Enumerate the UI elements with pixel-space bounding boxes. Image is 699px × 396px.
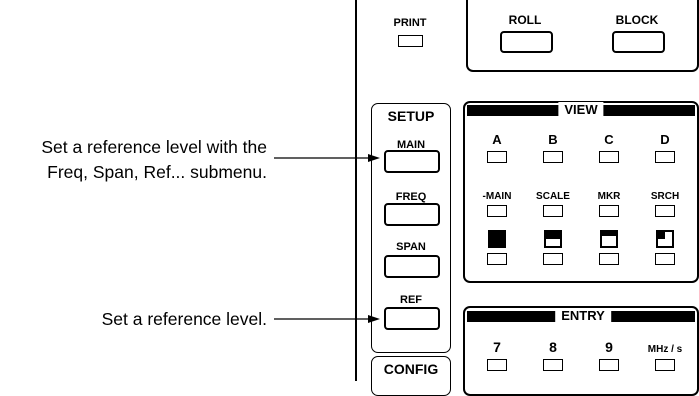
callout-main-line1: Set a reference level with the: [41, 137, 267, 157]
roll-label: ROLL: [508, 13, 542, 27]
view-scale-button[interactable]: [543, 205, 563, 217]
view-layout3-button[interactable]: [599, 253, 619, 265]
entry-mhz-button[interactable]: [655, 359, 675, 371]
setup-section: [371, 103, 451, 353]
setup-title: SETUP: [387, 108, 435, 124]
quarter-square-icon: [656, 230, 674, 248]
view-d-label: D: [660, 132, 670, 147]
view-d-button[interactable]: [655, 151, 675, 163]
view-a-label: A: [492, 132, 502, 147]
view-srch-label: SRCH: [650, 191, 680, 202]
acquire-section: [466, 0, 699, 72]
view-main-label: -MAIN: [482, 191, 512, 202]
view-a-button[interactable]: [487, 151, 507, 163]
print-label: PRINT: [393, 17, 427, 29]
view-layout4-button[interactable]: [655, 253, 675, 265]
view-c-label: C: [604, 132, 614, 147]
entry-9-button[interactable]: [599, 359, 619, 371]
block-button[interactable]: [612, 31, 665, 53]
view-scale-label: SCALE: [536, 191, 570, 202]
setup-span-label: SPAN: [396, 241, 426, 253]
view-srch-button[interactable]: [655, 205, 675, 217]
setup-main-label: MAIN: [396, 139, 426, 151]
setup-ref-button[interactable]: [384, 307, 440, 330]
entry-7-label: 7: [493, 339, 501, 355]
print-button[interactable]: [398, 35, 423, 47]
top-half-square-icon: [544, 230, 562, 248]
view-main-button[interactable]: [487, 205, 507, 217]
view-c-button[interactable]: [599, 151, 619, 163]
block-label: BLOCK: [615, 13, 659, 27]
entry-title: ENTRY: [555, 308, 611, 323]
setup-freq-button[interactable]: [384, 203, 440, 226]
entry-8-label: 8: [549, 339, 557, 355]
entry-mhz-label: MHz / s: [647, 344, 683, 355]
view-b-label: B: [548, 132, 558, 147]
setup-ref-label: REF: [400, 294, 422, 306]
setup-main-button[interactable]: [384, 150, 440, 173]
roll-button[interactable]: [500, 31, 553, 53]
view-mkr-label: MKR: [597, 191, 621, 202]
setup-freq-label: FREQ: [395, 191, 427, 203]
callout-main-line2: Freq, Span, Ref... submenu.: [47, 162, 267, 182]
entry-9-label: 9: [605, 339, 613, 355]
panel-divider: [355, 0, 357, 381]
entry-7-button[interactable]: [487, 359, 507, 371]
view-title: VIEW: [558, 102, 604, 117]
view-layout1-button[interactable]: [487, 253, 507, 265]
setup-span-button[interactable]: [384, 255, 440, 278]
view-layout2-button[interactable]: [543, 253, 563, 265]
callout-ref: Set a reference level.: [101, 309, 267, 329]
view-b-button[interactable]: [543, 151, 563, 163]
full-square-icon: [488, 230, 506, 248]
entry-8-button[interactable]: [543, 359, 563, 371]
view-mkr-button[interactable]: [599, 205, 619, 217]
top-band-square-icon: [600, 230, 618, 248]
config-label: CONFIG: [383, 361, 439, 377]
